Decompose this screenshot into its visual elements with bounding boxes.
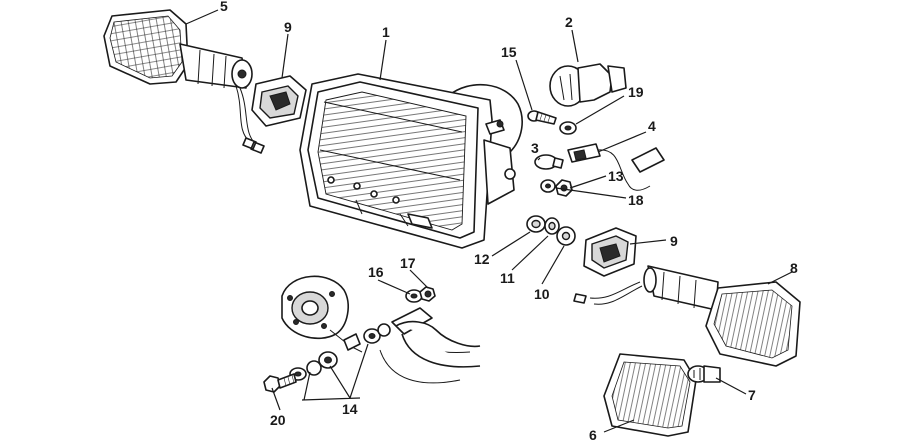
callout-3: 3	[531, 140, 539, 156]
callout-16: 16	[368, 264, 384, 280]
callout-19: 19	[628, 84, 644, 100]
washer-12	[526, 215, 546, 233]
adjusting-screw	[527, 110, 557, 125]
callout-10: 10	[534, 286, 550, 302]
turn-indicator-rear-left	[603, 353, 697, 437]
callout-6: 6	[589, 427, 597, 441]
turn-indicator-front-left	[103, 9, 265, 154]
turn-signal-bulb	[687, 365, 721, 383]
headlight-unit	[299, 73, 523, 249]
headlight-bulb	[549, 63, 627, 107]
turn-indicator-rear-right	[573, 265, 801, 367]
callout-4: 4	[648, 118, 656, 134]
callout-18: 18	[628, 192, 644, 208]
leader-lines	[185, 9, 793, 433]
washer-10	[556, 226, 576, 246]
callout-15: 15	[501, 44, 517, 60]
callout-14: 14	[342, 401, 358, 417]
nut-17	[419, 286, 436, 302]
mounting-bracket-assembly	[281, 275, 481, 384]
washer-16	[405, 289, 423, 303]
callout-9-left: 9	[284, 19, 292, 35]
callout-20: 20	[270, 412, 286, 428]
callout-12: 12	[474, 251, 490, 267]
callout-5: 5	[220, 0, 228, 14]
callout-labels: 1 2 3 4 5 6 7 8 9 9 10 11 12 13 14 15 16…	[220, 0, 798, 441]
callout-17: 17	[400, 255, 416, 271]
nut-13	[555, 179, 573, 197]
bolt-20	[263, 373, 297, 393]
callout-9-right: 9	[670, 233, 678, 249]
rubber-boot-left	[251, 75, 307, 127]
washer-11	[544, 217, 560, 235]
callout-13: 13	[608, 168, 624, 184]
washer-19	[559, 121, 577, 135]
callout-2: 2	[565, 14, 573, 30]
bulb-holder-with-wire	[567, 143, 665, 191]
callout-1: 1	[382, 24, 390, 40]
parking-bulb	[534, 154, 564, 170]
rubber-boot-right	[583, 227, 637, 277]
callout-11: 11	[500, 270, 515, 286]
callout-8: 8	[790, 260, 798, 276]
washer-18	[540, 179, 556, 193]
callout-7: 7	[748, 387, 756, 403]
